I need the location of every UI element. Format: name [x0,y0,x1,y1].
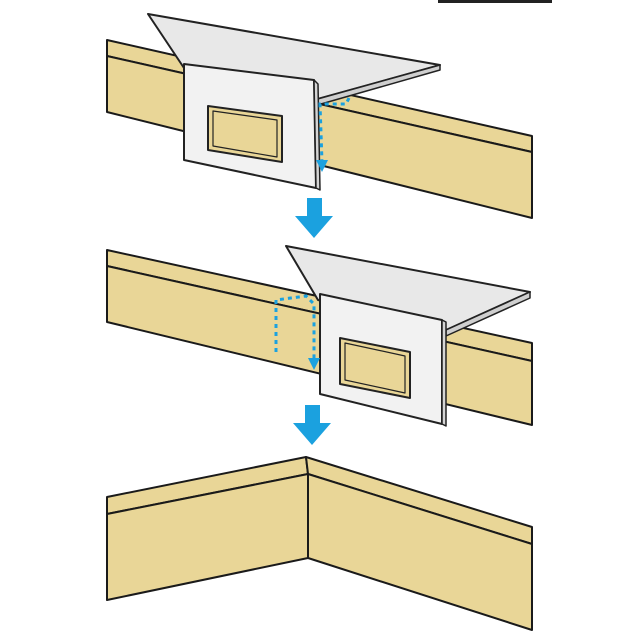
miter-tool-2-fence-side [441,319,447,427]
miter-tool-1-window-inner [212,110,278,158]
step-2-group [106,245,533,427]
guide-line-1-arrowhead [316,160,328,172]
arrow-down-icon [293,405,331,445]
guide-line-2-arrowhead [308,358,320,370]
step-1-group [106,13,533,219]
arrow-down-icon [295,198,333,238]
corner-right-front-face [307,473,533,631]
guide-line-2 [274,294,316,358]
header-bar [438,0,552,3]
step-3-group [106,456,533,631]
guide-line-1 [318,97,351,163]
miter-tool-2-window-inner [344,342,406,394]
